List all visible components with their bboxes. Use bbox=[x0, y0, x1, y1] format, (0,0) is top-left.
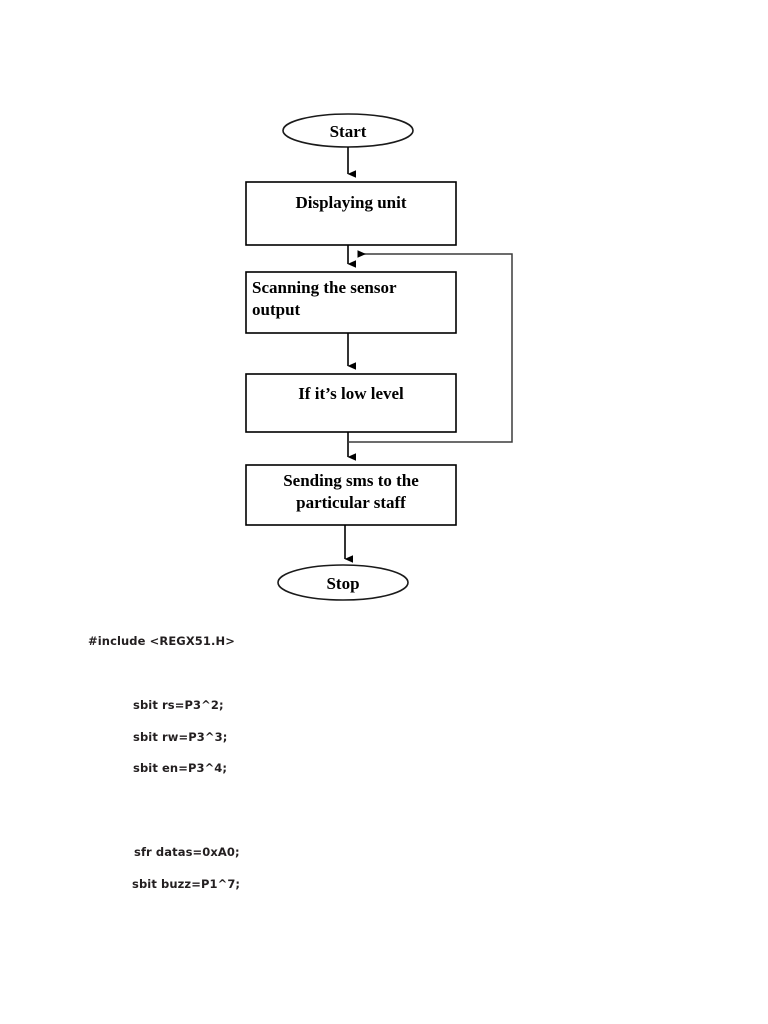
flow-node-sending-sms bbox=[245, 464, 457, 526]
flow-node-scanning-sensor-output-label: Scanning the sensor output bbox=[252, 278, 397, 319]
code-line-sfr-datas: sfr datas=0xA0; bbox=[134, 845, 240, 859]
flow-node-start-label: Start bbox=[329, 122, 367, 141]
flow-node-if-low-level bbox=[245, 373, 457, 433]
flow-edge-feedback-loop bbox=[348, 250, 513, 443]
source-code-block: #include <REGX51.H> sbit rs=P3^2; sbit r… bbox=[0, 620, 768, 920]
flow-node-stop-label: Stop bbox=[326, 574, 360, 593]
flow-node-sending-sms-label: Sending sms to the particular staff bbox=[283, 471, 419, 512]
flow-node-stop bbox=[277, 564, 409, 601]
code-line-sbit-rs: sbit rs=P3^2; bbox=[133, 698, 224, 712]
code-line-sbit-en: sbit en=P3^4; bbox=[133, 761, 228, 775]
flow-node-if-low-level-label: If it’s low level bbox=[298, 384, 404, 403]
flowchart-canvas: Start Displaying unit Scanning the senso… bbox=[245, 113, 513, 601]
flow-node-displaying-unit-label: Displaying unit bbox=[295, 193, 407, 212]
flow-node-scanning-sensor-output bbox=[245, 271, 457, 334]
code-line-sbit-buzz: sbit buzz=P1^7; bbox=[132, 877, 241, 891]
code-line-sbit-rw: sbit rw=P3^3; bbox=[133, 730, 228, 744]
flow-node-displaying-unit bbox=[245, 181, 457, 246]
code-line-include: #include <REGX51.H> bbox=[88, 634, 235, 648]
